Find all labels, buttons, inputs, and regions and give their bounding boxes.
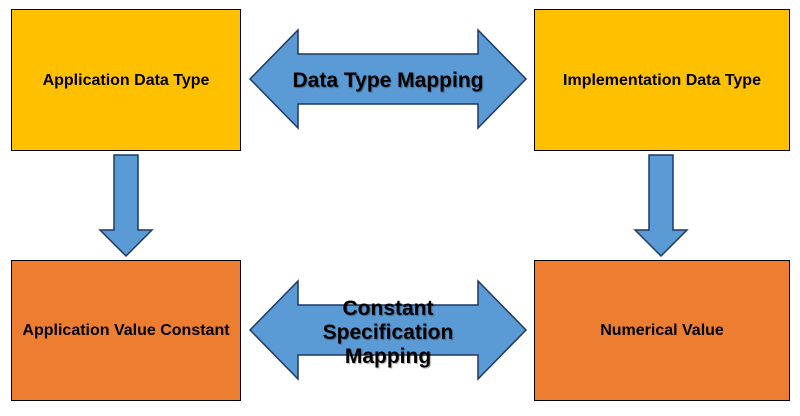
constant-specification-mapping-arrow	[248, 279, 528, 381]
application-data-type-box: Application Data Type	[11, 9, 241, 151]
numerical-value-label: Numerical Value	[600, 322, 724, 339]
application-value-constant-label: Application Value Constant	[22, 322, 230, 339]
data-type-mapping-label: Data Type Mapping	[292, 69, 484, 92]
right-down-arrow	[633, 154, 689, 258]
implementation-data-type-box: Implementation Data Type	[534, 9, 790, 151]
left-down-arrow	[98, 154, 154, 258]
application-value-constant-box: Application Value Constant	[11, 260, 241, 401]
constant-specification-mapping-label: Constant Specification Mapping	[322, 297, 454, 368]
implementation-data-type-label: Implementation Data Type	[563, 71, 761, 89]
application-data-type-label: Application Data Type	[42, 71, 210, 89]
numerical-value-box: Numerical Value	[534, 260, 790, 401]
data-type-mapping-arrow	[248, 28, 528, 130]
